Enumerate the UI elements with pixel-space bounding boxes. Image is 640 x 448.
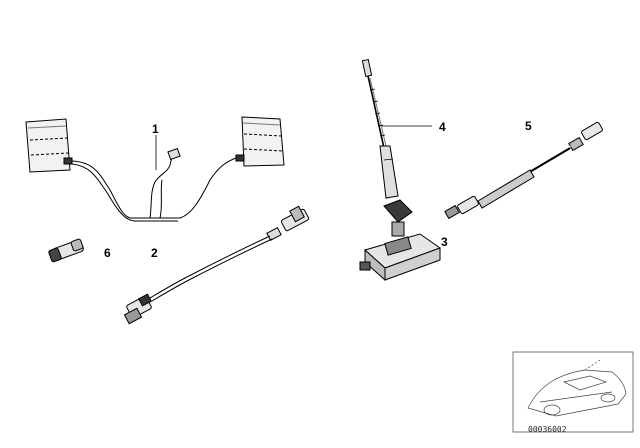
left-antenna-pad (25, 118, 73, 173)
antenna-amplifier (359, 199, 442, 282)
rod-antenna (361, 58, 432, 199)
cable-connector-left (123, 293, 152, 325)
callout-4: 4 (439, 120, 446, 134)
callout-3: 3 (441, 235, 448, 249)
antenna-cable (123, 205, 310, 325)
reference-number: 00036002 (528, 425, 567, 434)
adapter-plug (48, 238, 84, 263)
callout-1: 1 (152, 122, 159, 136)
cable-connector-right (266, 205, 310, 242)
adapter-cable (444, 121, 603, 220)
callout-2: 2 (151, 246, 158, 260)
window-antenna-harness (25, 116, 285, 222)
right-antenna-pad (235, 116, 285, 167)
vehicle-thumbnail: 00036002 (512, 351, 634, 434)
callout-6: 6 (104, 246, 111, 260)
callout-5: 5 (525, 119, 532, 133)
